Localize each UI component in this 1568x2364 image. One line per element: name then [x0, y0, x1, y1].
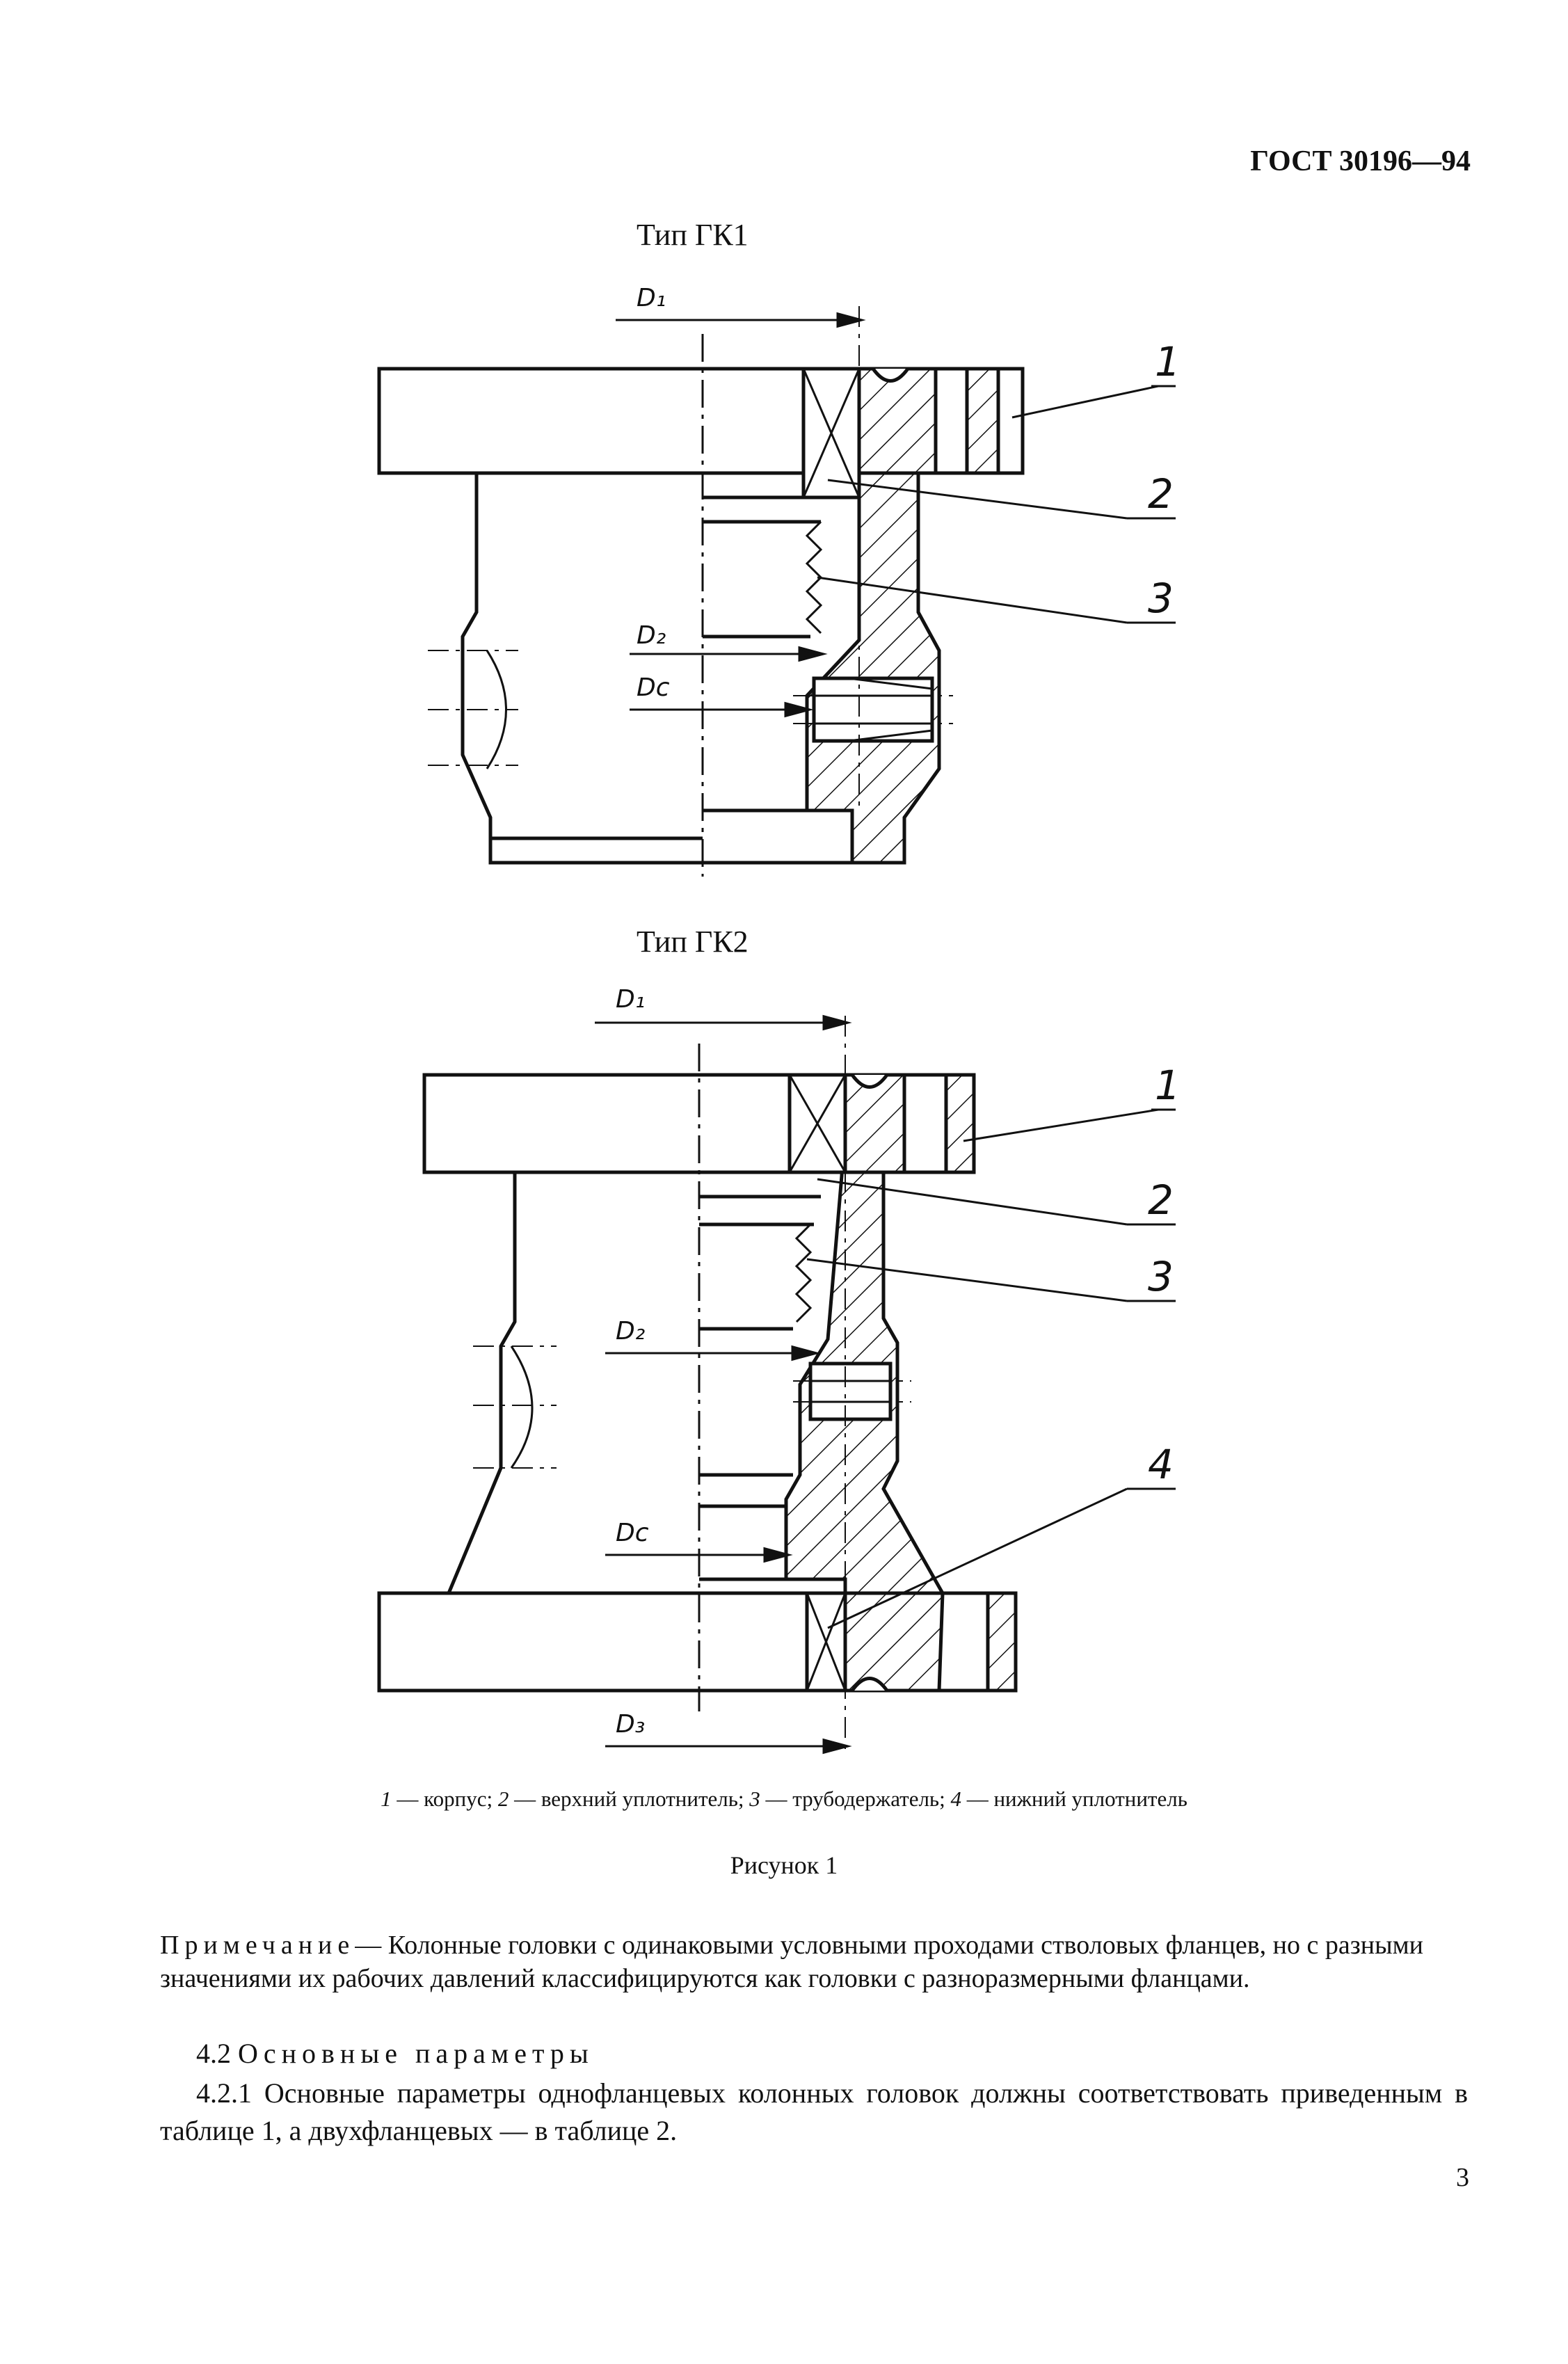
dim-label-d3-gk2: D₃: [616, 1710, 645, 1739]
callout-4-gk2: 4: [1148, 1441, 1174, 1488]
dim-label-d2-gk1: D₂: [637, 621, 666, 650]
section-heading: 4.2 Основные параметры: [196, 2038, 594, 2069]
dim-label-d1-gk2: D₁: [616, 985, 645, 1014]
callout-3-gk1: 3: [1148, 575, 1174, 622]
body-paragraph: 4.2.1 Основные параметры однофланцевых к…: [160, 2077, 1468, 2146]
document-header: ГОСТ 30196—94: [1250, 145, 1471, 177]
figure-legend: 1 — корпус; 2 — верхний уплотнитель; 3 —…: [381, 1787, 1187, 1811]
callout-3-gk2: 3: [1148, 1253, 1174, 1300]
callout-2-gk2: 2: [1148, 1176, 1174, 1224]
dim-label-dc-gk2: Dc: [616, 1519, 649, 1547]
dim-label-d2-gk2: D₂: [616, 1317, 645, 1345]
note-paragraph: Примечание— Колонные головки с одинаковы…: [160, 1928, 1468, 1995]
dim-label-d1-gk1: D₁: [637, 284, 666, 312]
type-label-gk1: Тип ГК1: [637, 218, 749, 252]
note-text: — Колонные головки с одинаковыми условны…: [160, 1931, 1423, 1993]
figure-title: Рисунок 1: [730, 1851, 838, 1879]
callout-1-gk1: 1: [1155, 338, 1181, 385]
type-label-gk2: Тип ГК2: [637, 925, 749, 959]
drawing-type-gk1: [377, 306, 1176, 877]
dim-label-dc-gk1: Dc: [637, 673, 670, 702]
drawing-type-gk2: [377, 1014, 1176, 1755]
callout-2-gk1: 2: [1148, 470, 1174, 518]
note-label: Примечание: [160, 1931, 355, 1960]
page-number: 3: [1456, 2163, 1469, 2192]
technical-drawing: D₁ D₂ Dc 1 2 3 D₁ D₂ Dc D₃ 1 2 3 4: [377, 284, 1181, 1755]
callout-1-gk2: 1: [1155, 1062, 1181, 1109]
